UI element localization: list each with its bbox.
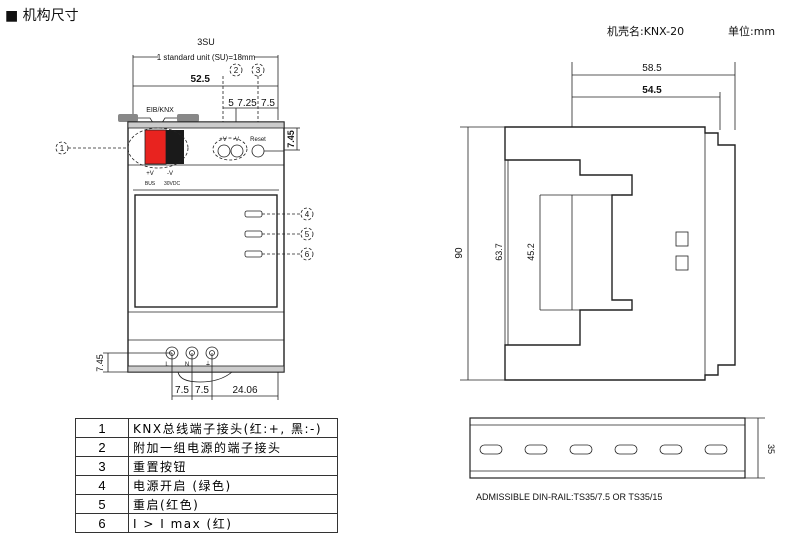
dim-63-7: 63.7 xyxy=(494,243,504,261)
dim-5: 5 xyxy=(228,98,234,109)
dim-90: 90 xyxy=(454,247,465,259)
row-number: 5 xyxy=(75,494,129,514)
din-rail: 35 ADMISSIBLE DIN-RAIL:TS35/7.5 OR TS35/… xyxy=(469,417,776,502)
dim-58-5: 58.5 xyxy=(642,63,662,74)
bus-minus-label: -V xyxy=(167,171,173,177)
aux-minus-label: -V xyxy=(233,137,239,143)
unit-label: 单位:mm xyxy=(728,24,775,38)
callout-6: 6 xyxy=(305,250,310,259)
callout-3: 3 xyxy=(256,66,261,75)
row-description: 重启(红色) xyxy=(128,494,338,514)
bus-label: BUS xyxy=(145,181,156,187)
row-description: 重置按钮 xyxy=(128,456,338,476)
row-description: KNX总线端子接头(红:+, 黑:-) xyxy=(128,418,338,438)
aux-plus-label: +V xyxy=(219,137,227,143)
callout-2: 2 xyxy=(234,66,239,75)
ground-icon: ⏚ xyxy=(205,361,211,368)
row-number: 4 xyxy=(75,475,129,495)
callout-1: 1 xyxy=(60,144,65,153)
side-profile xyxy=(504,126,736,381)
terminal-n-label: N xyxy=(185,362,189,368)
row-description: I > I max (红) xyxy=(128,513,338,533)
dim-7-5: 7.5 xyxy=(261,98,275,109)
dim-54-5: 54.5 xyxy=(642,85,662,96)
su-label: 3SU xyxy=(197,37,215,47)
knx-terminal-red xyxy=(144,129,167,165)
vdc-label: 30VDC xyxy=(164,181,181,187)
aux-terminal-minus xyxy=(230,144,244,158)
model-label: 机壳名:KNX-20 xyxy=(607,24,684,38)
side-view: 58.5 54.5 90 63.7 45.2 xyxy=(454,62,736,381)
dim-bottom-1: 7.5 xyxy=(175,385,189,396)
front-view: 3SU 1 standard unit (SU)=18mm 52.5 2 3 5… xyxy=(55,37,314,400)
dim-7-45-bottom: 7.45 xyxy=(95,354,105,372)
row-description: 附加一组电源的端子接头 xyxy=(128,437,338,457)
aux-terminal-plus xyxy=(217,144,231,158)
knx-terminal-black xyxy=(166,130,184,164)
callout-5: 5 xyxy=(305,230,310,239)
dim-7-45-top: 7.45 xyxy=(286,130,296,148)
terminal-l-label: L xyxy=(165,362,169,368)
reset-label: Reset xyxy=(250,137,266,143)
callout-4: 4 xyxy=(305,210,310,219)
section-title: ■ 机构尺寸 xyxy=(5,8,79,24)
dim-45-2: 45.2 xyxy=(526,243,536,261)
row-number: 2 xyxy=(75,437,129,457)
bus-plus-label: +V xyxy=(146,171,154,177)
width-dim: 52.5 xyxy=(191,74,211,85)
su-definition: 1 standard unit (SU)=18mm xyxy=(157,53,256,62)
row-description: 电源开启 (绿色) xyxy=(128,475,338,495)
dim-bottom-2: 7.5 xyxy=(195,385,209,396)
row-number: 3 xyxy=(75,456,129,476)
led-indicators: 4 5 6 xyxy=(244,207,314,261)
connector-label: EIB/KNX xyxy=(146,107,174,114)
dim-7-25: 7.25 xyxy=(237,98,257,109)
dim-35: 35 xyxy=(766,444,776,454)
row-number: 1 xyxy=(75,418,129,438)
rail-caption: ADMISSIBLE DIN-RAIL:TS35/7.5 OR TS35/15 xyxy=(476,492,662,502)
row-number: 6 xyxy=(75,513,129,533)
dim-bottom-3: 24.06 xyxy=(232,385,257,396)
